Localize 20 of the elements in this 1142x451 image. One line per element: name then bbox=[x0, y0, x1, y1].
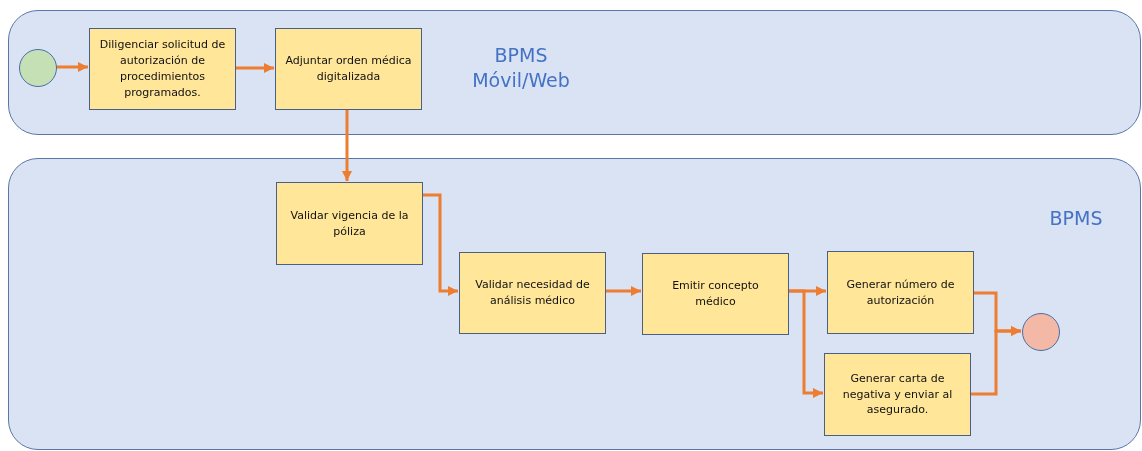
arrow bbox=[235, 63, 274, 73]
arrow bbox=[422, 193, 458, 296]
event-circle bbox=[1022, 313, 1060, 351]
swimlane bbox=[8, 158, 1141, 450]
arrow bbox=[342, 109, 352, 181]
arrow bbox=[970, 326, 1021, 396]
process-box: Diligenciar solicitud de autorización de procedimientos programados. bbox=[89, 28, 236, 110]
arrow bbox=[605, 286, 641, 296]
process-box: Validar necesidad de análisis médico bbox=[459, 252, 606, 334]
arrow bbox=[56, 62, 88, 72]
process-box: Emitir concepto médico bbox=[642, 253, 789, 335]
arrow bbox=[788, 289, 823, 398]
lane-label: BPMS bbox=[1048, 206, 1104, 231]
event-circle bbox=[19, 49, 57, 87]
process-box: Validar vigencia de la póliza bbox=[276, 182, 423, 265]
process-box: Generar número de autorización bbox=[827, 251, 974, 334]
swimlane bbox=[8, 10, 1141, 135]
process-box: Generar carta de negativa y enviar al asegurado. bbox=[824, 353, 971, 436]
lane-label: BPMS Móvil/Web bbox=[471, 43, 571, 93]
process-box: Adjuntar orden médica digitalizada bbox=[275, 28, 422, 110]
